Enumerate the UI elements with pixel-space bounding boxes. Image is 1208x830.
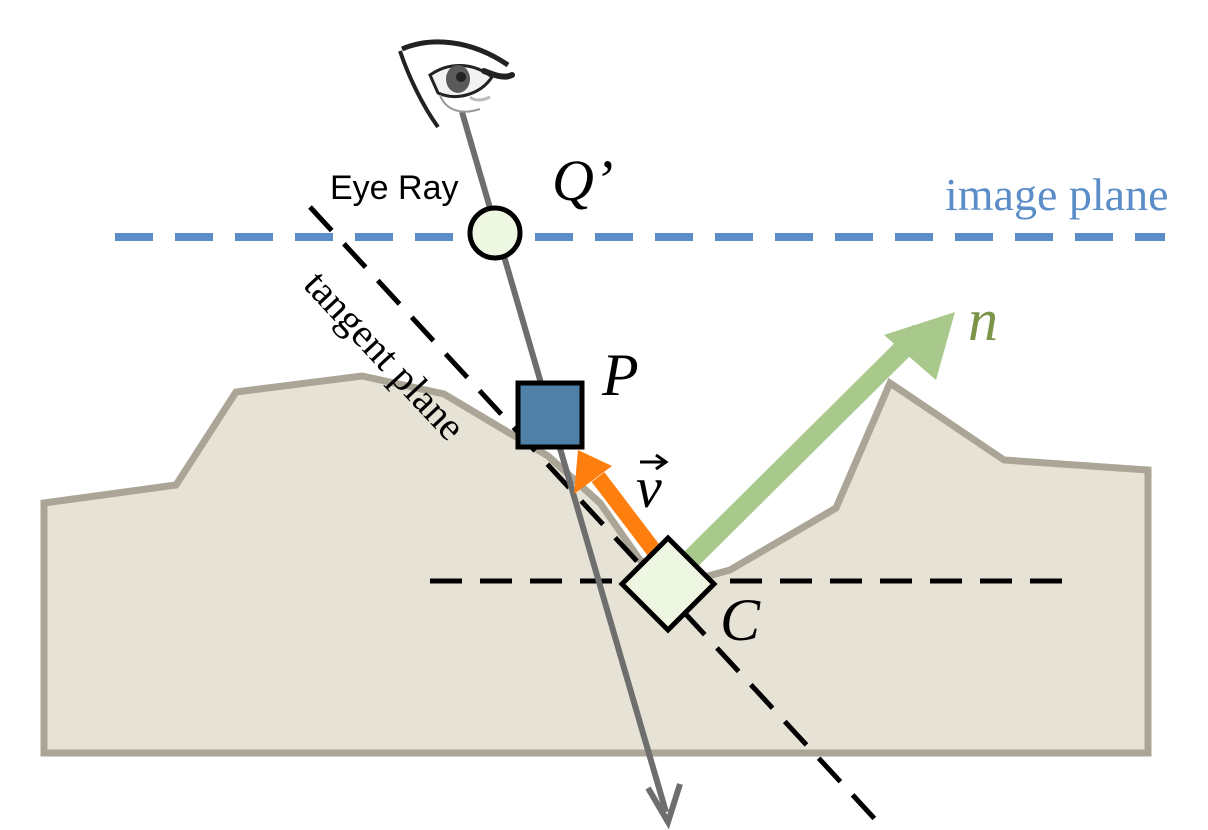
c-label: C (720, 587, 761, 653)
q-prime-label: Q’ (552, 148, 613, 213)
tangent-plane-line (308, 205, 887, 830)
v-vector-arrow-icon (640, 453, 669, 471)
normal-arrowhead (884, 312, 955, 380)
eye-ray-arrowhead (645, 783, 683, 830)
normal-arrow-shaft (664, 324, 928, 586)
point-p-marker (515, 380, 585, 450)
v-label: v (636, 455, 662, 520)
image-plane-label: image plane (945, 169, 1169, 220)
eye-ray-label: Eye Ray (330, 169, 459, 207)
n-label: n (968, 287, 998, 353)
point-q-prime-marker (467, 205, 523, 261)
v-arrowhead (574, 450, 612, 494)
v-label-group: v (636, 453, 669, 520)
eye-icon (398, 39, 515, 129)
point-c-marker (618, 534, 718, 634)
p-label: P (601, 342, 639, 408)
